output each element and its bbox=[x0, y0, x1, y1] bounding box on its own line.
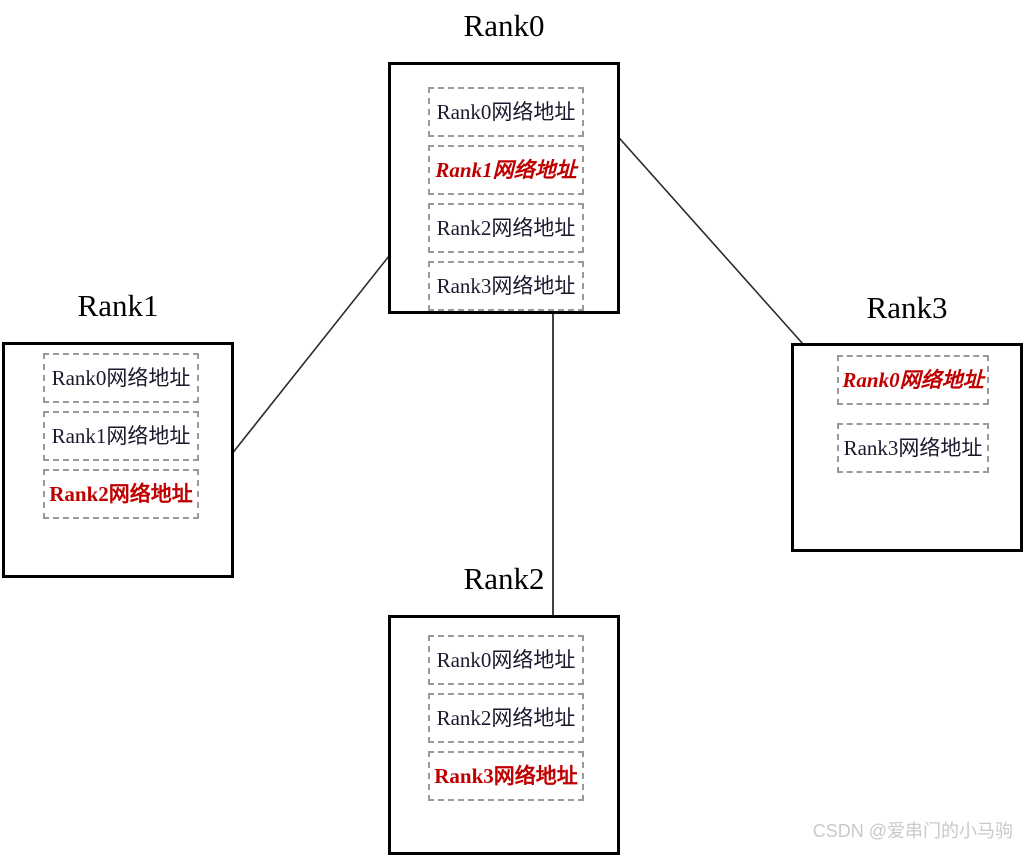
rank1-slot-2-label: Rank2网络地址 bbox=[49, 482, 193, 506]
rank0-slot-2[interactable]: Rank2网络地址 bbox=[428, 203, 584, 253]
node-rank2: Rank2 Rank0网络地址 Rank2网络地址 Rank3网络地址 bbox=[388, 561, 620, 855]
rank3-slot-1-label: Rank3网络地址 bbox=[843, 436, 983, 460]
rank2-slot-0[interactable]: Rank0网络地址 bbox=[428, 635, 584, 685]
rank3-slot-0[interactable]: Rank0网络地址 bbox=[837, 355, 989, 405]
csdn-watermark: CSDN @爱串门的小马驹 bbox=[812, 821, 1013, 841]
rank3-slot-1[interactable]: Rank3网络地址 bbox=[837, 423, 989, 473]
rank0-slot-1[interactable]: Rank1网络地址 bbox=[428, 145, 584, 195]
rank0-slot-3[interactable]: Rank3网络地址 bbox=[428, 261, 584, 311]
node-rank3-box[interactable]: Rank0网络地址 Rank3网络地址 bbox=[791, 343, 1023, 552]
rank3-slot-0-label: Rank0网络地址 bbox=[842, 368, 984, 392]
rank0-slot-0[interactable]: Rank0网络地址 bbox=[428, 87, 584, 137]
rank1-slot-0-label: Rank0网络地址 bbox=[51, 366, 191, 390]
node-rank1-title: Rank1 bbox=[77, 288, 159, 323]
rank1-slot-0[interactable]: Rank0网络地址 bbox=[43, 353, 199, 403]
rank0-slot-2-label: Rank2网络地址 bbox=[436, 216, 576, 240]
rank2-slot-1[interactable]: Rank2网络地址 bbox=[428, 693, 584, 743]
rank2-slot-2[interactable]: Rank3网络地址 bbox=[428, 751, 584, 801]
rank0-slot-3-label: Rank3网络地址 bbox=[436, 274, 576, 298]
node-rank0: Rank0 Rank0网络地址 Rank1网络地址 Rank2网络地址 Rank… bbox=[388, 8, 620, 314]
rank2-slot-1-label: Rank2网络地址 bbox=[436, 706, 576, 730]
node-rank1-box[interactable]: Rank0网络地址 Rank1网络地址 Rank2网络地址 bbox=[2, 342, 234, 578]
node-rank2-box[interactable]: Rank0网络地址 Rank2网络地址 Rank3网络地址 bbox=[388, 615, 620, 855]
rank1-slot-1[interactable]: Rank1网络地址 bbox=[43, 411, 199, 461]
node-rank3: Rank3 Rank0网络地址 Rank3网络地址 bbox=[791, 290, 1023, 552]
node-rank3-title: Rank3 bbox=[866, 290, 948, 325]
rank1-slot-2[interactable]: Rank2网络地址 bbox=[43, 469, 199, 519]
rank2-slot-0-label: Rank0网络地址 bbox=[436, 648, 576, 672]
rank0-slot-0-label: Rank0网络地址 bbox=[436, 100, 576, 124]
node-rank1: Rank1 Rank0网络地址 Rank1网络地址 Rank2网络地址 bbox=[2, 288, 234, 580]
node-rank0-title: Rank0 bbox=[463, 8, 545, 43]
rank0-slot-1-label: Rank1网络地址 bbox=[435, 158, 577, 182]
node-rank0-box[interactable]: Rank0网络地址 Rank1网络地址 Rank2网络地址 Rank3网络地址 bbox=[388, 62, 620, 314]
node-rank2-title: Rank2 bbox=[463, 561, 545, 596]
rank1-slot-1-label: Rank1网络地址 bbox=[51, 424, 191, 448]
rank2-slot-2-label: Rank3网络地址 bbox=[434, 764, 578, 788]
